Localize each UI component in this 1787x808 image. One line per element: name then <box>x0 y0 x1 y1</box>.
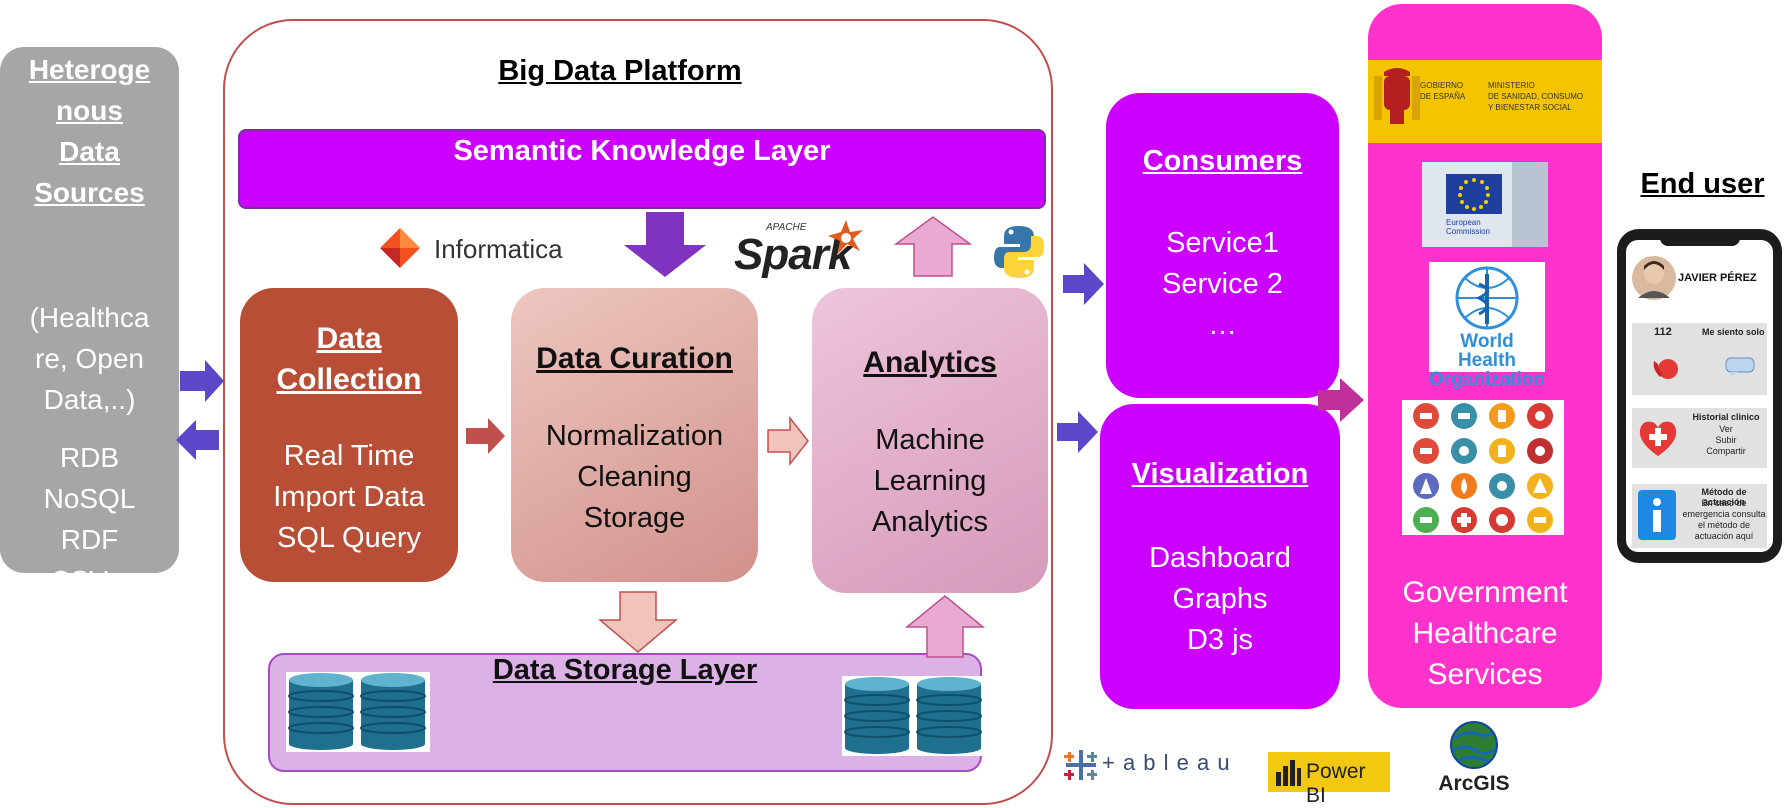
database-icon-left <box>286 672 430 752</box>
emergency-icon-grid <box>1413 403 1553 533</box>
data-curation-title: Data Curation <box>536 342 733 375</box>
arrow-semantic-down <box>624 212 706 277</box>
platform-title: Big Data Platform <box>498 55 742 87</box>
informatica-text: Informatica <box>434 234 563 264</box>
analytics-items: Machine Learning Analytics <box>871 424 989 538</box>
phone-call-icon[interactable] <box>1650 355 1680 381</box>
consumers-services: Service1 Service 2 … <box>1162 227 1283 341</box>
tableau-cross-icon <box>1064 750 1097 780</box>
info-icon <box>1638 490 1676 540</box>
tableau-text: + a b l e a u <box>1102 750 1231 775</box>
mobile-app-screen: JAVIER PÉREZ 112 Me siento solo Historia… <box>1626 240 1773 552</box>
who-logo: World Health Organization <box>1429 262 1545 389</box>
end-user-title: End user <box>1640 168 1765 200</box>
consumers-title: Consumers <box>1142 145 1303 177</box>
history-title: Historial clinico <box>1692 412 1760 422</box>
arrow-curation-analytics <box>767 415 809 467</box>
python-icon <box>994 226 1044 278</box>
powerbi-text: Power BI <box>1306 760 1366 807</box>
consumers-box: Consumers Service1 Service 2 … <box>1106 93 1339 398</box>
who-text: World Health Organization <box>1429 331 1546 390</box>
data-curation-box: Data Curation Normalization Cleaning Sto… <box>511 288 758 582</box>
gobierno-text: GOBIERNO DE ESPAÑA <box>1420 81 1466 101</box>
data-sources-description: (Healthca re, Open Data,..) <box>29 302 150 415</box>
method-description: En caso de emergencia consulta el método… <box>1682 498 1766 541</box>
who-emblem-icon <box>1455 266 1519 330</box>
spain-coat-of-arms-icon <box>1374 68 1420 124</box>
emergency-number: 112 <box>1654 326 1672 338</box>
ministerio-text: MINISTERIO DE SANIDAD, CONSUMO Y BIENEST… <box>1488 81 1584 112</box>
data-sources-panel: Heteroge nous Data Sources (Healthca re,… <box>0 47 179 596</box>
visualization-title: Visualization <box>1131 458 1309 490</box>
informatica-icon <box>380 228 420 268</box>
arcgis-logo: ArcGIS <box>1432 720 1516 804</box>
arrow-up-to-semantic <box>893 216 973 277</box>
eu-flag-icon <box>1422 162 1548 247</box>
database-icon-right <box>842 676 986 756</box>
chat-bubble-icon[interactable] <box>1724 355 1758 379</box>
powerbi-bars-icon <box>1276 760 1301 786</box>
semantic-knowledge-layer: Semantic Knowledge Layer <box>238 129 1046 209</box>
arrow-to-visualization <box>1057 411 1098 453</box>
arcgis-text: ArcGIS <box>1438 772 1510 795</box>
analytics-title: Analytics <box>863 346 997 379</box>
eu-text: European Commission <box>1446 218 1491 236</box>
arrow-collection-curation <box>466 418 505 454</box>
data-source-formats: RDB NoSQL RDF CSV,.. <box>43 442 136 596</box>
data-storage-title: Data Storage Layer <box>492 654 758 686</box>
visualization-box: Visualization Dashboard Graphs D3 js <box>1100 404 1340 709</box>
visualization-items: Dashboard Graphs D3 js <box>1149 542 1291 656</box>
powerbi-logo: Power BI <box>1268 752 1390 807</box>
emergency-card[interactable]: 112 Me siento solo <box>1632 323 1767 395</box>
data-collection-box: Data Collection Real Time Import Data SQ… <box>240 288 458 582</box>
emergency-services-icons <box>1402 400 1564 535</box>
arrow-from-platform <box>176 420 219 460</box>
government-healthcare-label: Government Healthcare Services <box>1402 576 1568 691</box>
spark-logo: APACHE Spark <box>730 218 866 284</box>
arrow-storage-analytics <box>904 595 986 658</box>
arrow-to-platform <box>180 360 224 402</box>
data-collection-title: Data Collection <box>276 322 422 396</box>
user-name: JAVIER PÉREZ <box>1678 272 1757 284</box>
arrow-to-consumers <box>1063 263 1104 305</box>
clinical-history-card[interactable]: Historial clinico Ver Subir Compartir <box>1632 408 1767 468</box>
tableau-logo: + a b l e a u <box>1062 746 1242 786</box>
medical-cross-heart-icon <box>1639 421 1677 456</box>
spark-star-icon <box>828 220 863 254</box>
spark-text: Spark <box>734 230 852 279</box>
data-collection-items: Real Time Import Data SQL Query <box>273 440 425 554</box>
european-commission-logo: European Commission <box>1422 162 1548 247</box>
alone-label: Me siento solo <box>1702 327 1765 337</box>
data-curation-items: Normalization Cleaning Storage <box>545 420 724 534</box>
data-sources-title: Heteroge nous Data Sources <box>28 54 151 208</box>
informatica-logo: Informatica <box>378 226 578 272</box>
arcgis-globe-icon <box>1450 721 1498 769</box>
arrow-curation-storage <box>597 591 679 653</box>
big-data-platform-frame <box>223 19 1053 805</box>
avatar <box>1632 256 1676 300</box>
method-title: Método de actuación <box>1701 487 1747 507</box>
spark-apache-text: APACHE <box>766 222 807 233</box>
phone-notch <box>1660 236 1740 246</box>
action-method-card[interactable]: Método de actuación En caso de emergenci… <box>1632 484 1767 548</box>
gobierno-espana-logo: GOBIERNO DE ESPAÑA MINISTERIO DE SANIDAD… <box>1368 60 1602 143</box>
analytics-box: Analytics Machine Learning Analytics <box>812 288 1048 593</box>
arrow-to-government <box>1318 378 1364 422</box>
history-actions: Ver Subir Compartir <box>1706 424 1746 456</box>
